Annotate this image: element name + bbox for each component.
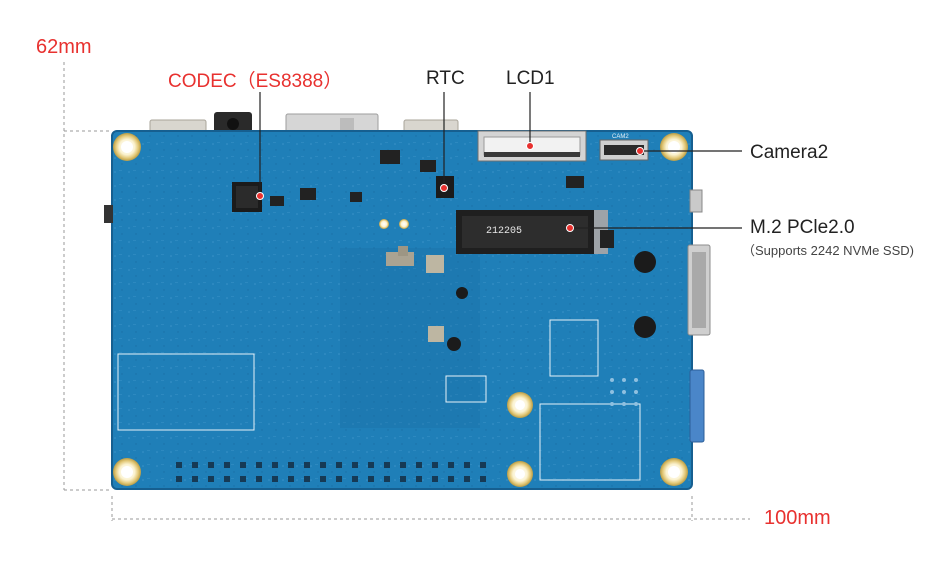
header-pin (304, 476, 310, 482)
header-pin (304, 462, 310, 468)
header-pin (272, 462, 278, 468)
header-pin (224, 462, 230, 468)
header-pin (224, 476, 230, 482)
m2-note-label: （Supports 2242 NVMe SSD) (742, 243, 914, 258)
lcd-label: LCD1 (506, 68, 555, 89)
header-pin (352, 462, 358, 468)
side-connectors (104, 189, 711, 443)
codec-label: CODEC（ES8388） (168, 71, 343, 92)
header-pin (336, 476, 342, 482)
m2-silkscreen-code: 212205 (486, 226, 522, 237)
camera-label: Camera2 (750, 142, 829, 163)
header-pin (384, 476, 390, 482)
header-pin (464, 462, 470, 468)
height-dimension-label: 62mm (36, 36, 92, 58)
rtc-label: RTC (426, 68, 465, 89)
header-pin (288, 462, 294, 468)
header-pin (208, 476, 214, 482)
header-pin (464, 476, 470, 482)
header-pin (400, 462, 406, 468)
header-pin (416, 462, 422, 468)
header-pin (176, 462, 182, 468)
header-pin (288, 476, 294, 482)
header-pin (320, 462, 326, 468)
header-pin (240, 462, 246, 468)
cam-silkscreen-label: CAM2 (612, 134, 629, 140)
header-pin (368, 462, 374, 468)
header-pin (176, 476, 182, 482)
header-pin (400, 476, 406, 482)
header-pin (192, 476, 198, 482)
header-pin (480, 462, 486, 468)
board-features (113, 130, 688, 487)
header-pin (448, 476, 454, 482)
header-pin (272, 476, 278, 482)
header-pin (384, 462, 390, 468)
header-pin (336, 462, 342, 468)
header-pin (320, 476, 326, 482)
leader-lines (259, 92, 742, 229)
header-pin (432, 462, 438, 468)
header-pin (256, 462, 262, 468)
header-pin (432, 476, 438, 482)
width-dimension-label: 100mm (764, 507, 831, 529)
header-pin (192, 462, 198, 468)
header-pin (448, 462, 454, 468)
gpio-header-pins (176, 462, 486, 482)
header-pin (368, 476, 374, 482)
header-pin (240, 476, 246, 482)
header-pin (256, 476, 262, 482)
header-pin (416, 476, 422, 482)
m2-label: M.2 PCle2.0 (750, 217, 855, 238)
header-pin (352, 476, 358, 482)
header-pin (208, 462, 214, 468)
leader-dots (256, 142, 644, 232)
header-pin (480, 476, 486, 482)
dimension-lines (63, 62, 750, 521)
